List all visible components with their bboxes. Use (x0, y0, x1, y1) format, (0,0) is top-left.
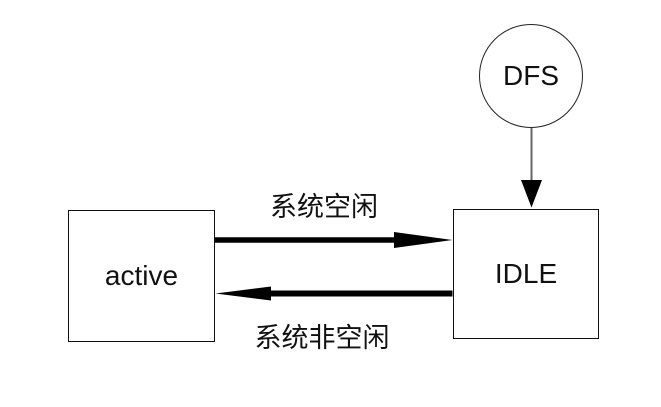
node-dfs-label: DFS (503, 60, 559, 91)
edge-idle-to-active-arrowhead-icon (215, 286, 271, 301)
node-idle-label: IDLE (494, 258, 558, 289)
node-active: active (68, 210, 215, 342)
edge-dfs-to-idle-arrowhead-icon (521, 180, 542, 208)
edge-label-system-idle: 系统空闲 (270, 192, 378, 222)
edge-label-system-not-idle: 系统非空闲 (254, 323, 390, 353)
node-idle: IDLE (453, 209, 599, 339)
node-active-label: active (104, 260, 179, 291)
edge-idle-to-active (215, 286, 453, 301)
edge-active-to-idle-arrowhead-icon (394, 232, 453, 248)
node-dfs: DFS (479, 24, 583, 128)
edge-active-to-idle (215, 232, 453, 248)
edge-dfs-to-idle (521, 128, 542, 208)
